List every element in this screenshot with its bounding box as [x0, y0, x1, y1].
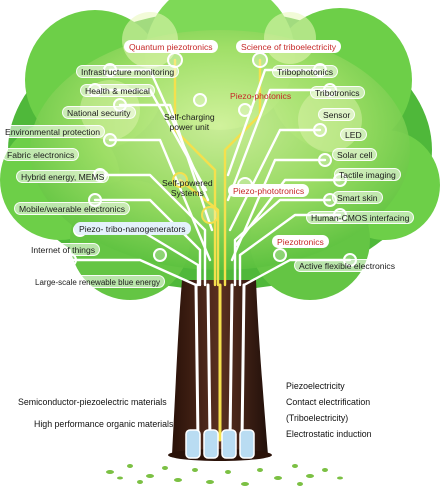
label-tribotronics: Tribotronics — [310, 86, 365, 99]
root-label-piezoelectricity: Piezoelectricity — [286, 381, 345, 391]
label-active-flexible-electronics: Active flexible electronics — [294, 259, 401, 272]
label-science-of-triboelectricity: Science of triboelectricity — [236, 40, 342, 53]
label-self-powered-line2: Systems — [170, 188, 204, 198]
label-national-security: National security — [62, 106, 136, 119]
label-self-charging-line1: Self-charging — [164, 112, 215, 122]
label-self-powered-systems: Self-powered Systems — [158, 176, 217, 200]
root-label-electrostatic-induction: Electrostatic induction — [286, 429, 372, 439]
label-health-medical: Health & medical — [80, 84, 155, 97]
label-led: LED — [340, 128, 367, 141]
trunk-circuits — [194, 283, 246, 442]
label-tribophotonics: Tribophotonics — [272, 65, 339, 78]
label-mobile-wearable-electronics: Mobile/wearable electronics — [14, 202, 131, 215]
label-self-charging-power-unit: Self-charging power unit — [160, 110, 219, 134]
label-piezotronics: Piezotronics — [272, 235, 329, 248]
label-fabric-electronics: Fabric electronics — [2, 148, 80, 161]
label-hybrid-energy-mems: Hybrid energy, MEMS — [16, 170, 110, 183]
root-label-organic-materials: High performance organic materials — [34, 419, 174, 429]
root-cylinders — [185, 429, 255, 459]
label-tactile-imaging: Tactile imaging — [334, 168, 401, 181]
label-piezo-tribo-nanogenerators: Piezo- tribo-nanogenerators — [74, 222, 191, 235]
label-internet-of-things: Internet of things — [26, 243, 101, 256]
label-large-scale-blue-energy: Large-scale renewable blue energy — [30, 275, 165, 288]
label-piezo-photonics: Piezo-photonics — [230, 91, 292, 101]
label-solar-cell: Solar cell — [332, 148, 378, 161]
label-piezo-phototronics: Piezo-phototronics — [228, 184, 310, 197]
label-quantum-piezotronics: Quantum piezotronics — [124, 40, 218, 53]
root-label-triboelectricity: (Triboelectricity) — [286, 413, 349, 423]
label-self-powered-line1: Self-powered — [162, 178, 213, 188]
root-label-semiconductor-piezoelectric: Semiconductor-piezoelectric materials — [18, 397, 167, 407]
label-smart-skin: Smart skin — [332, 191, 383, 204]
label-sensor: Sensor — [318, 108, 356, 121]
label-infrastructure-monitoring: Infrastructure monitoring — [76, 65, 180, 78]
label-human-cmos-interfacing: Human-CMOS interfacing — [306, 211, 415, 224]
label-environmental-protection: Environmental protection — [0, 125, 106, 138]
root-label-contact-electrification: Contact electrification — [286, 397, 371, 407]
fallen-leaves — [106, 464, 343, 486]
label-self-charging-line2: power unit — [169, 122, 210, 132]
